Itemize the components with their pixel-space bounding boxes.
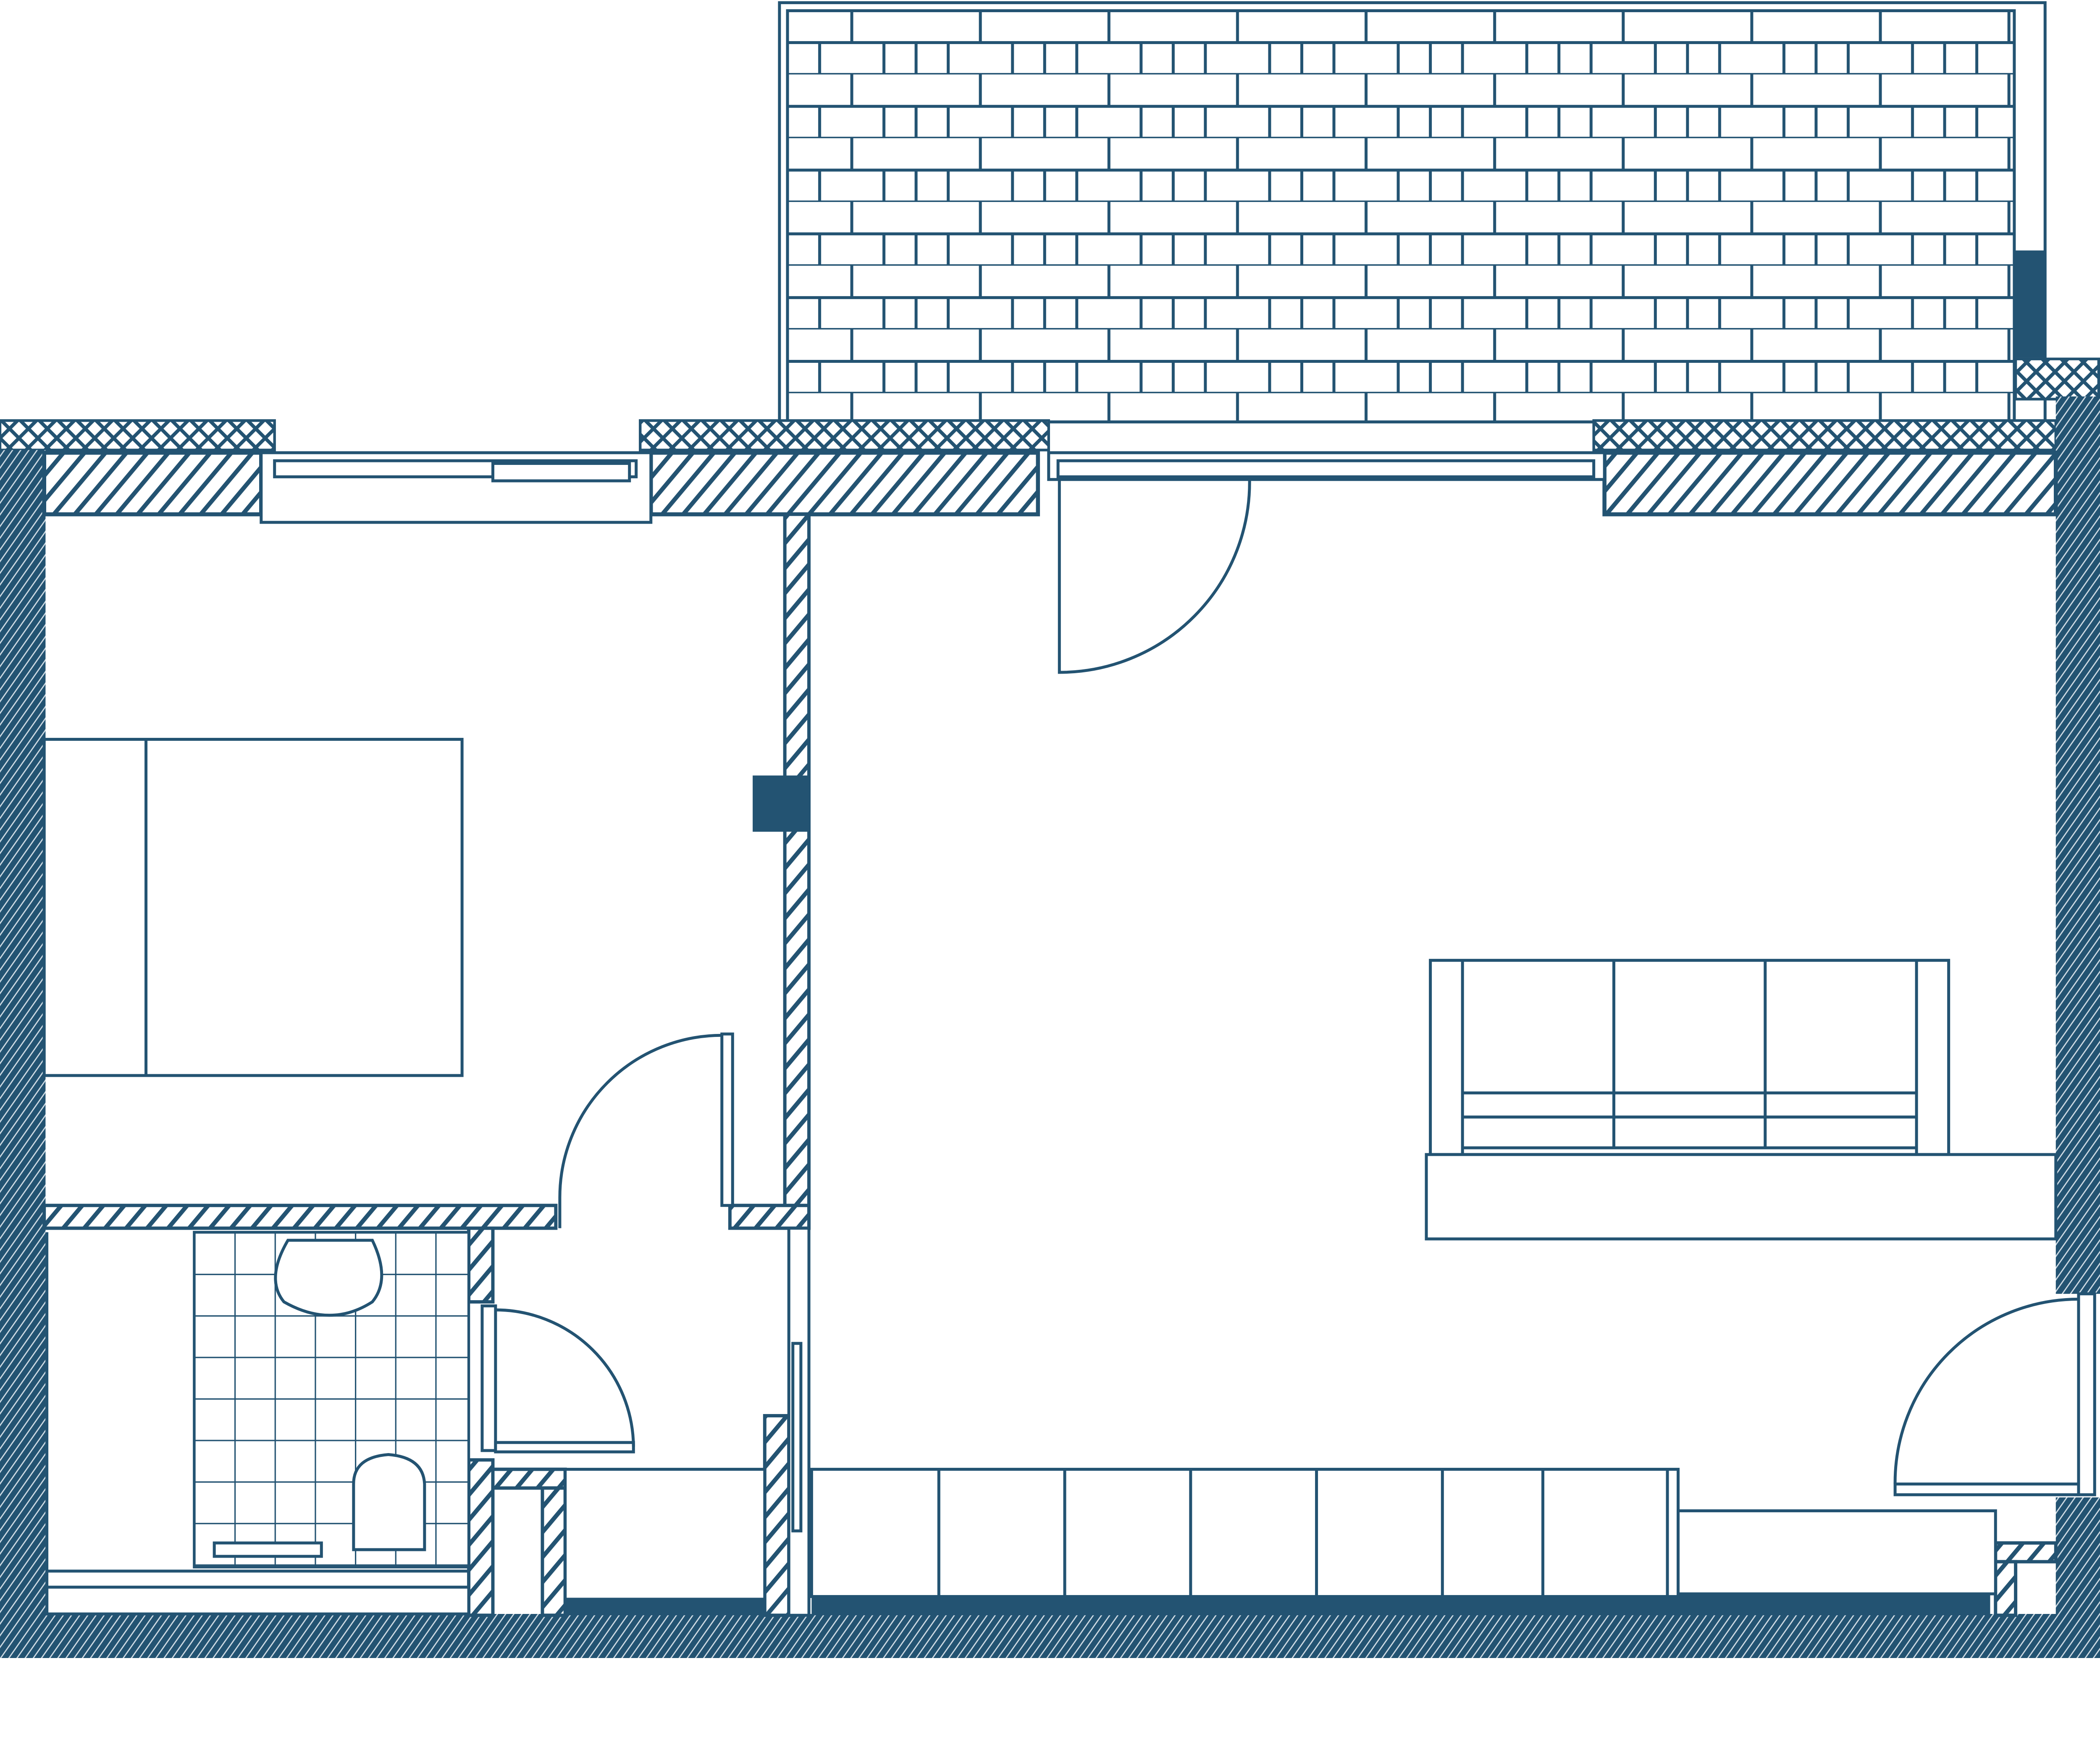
- double-bed: [42, 737, 464, 1077]
- sofa: [1429, 959, 1950, 1156]
- washbasin-icon: [274, 1238, 383, 1317]
- bathroom-shelf: [213, 1541, 323, 1558]
- bathroom-door: [480, 1304, 635, 1454]
- interior-walls: [42, 512, 2058, 1617]
- kitchen-cabinets: [564, 1468, 1997, 1601]
- window-bedroom: [260, 451, 653, 524]
- outer-walls: [0, 396, 2100, 1658]
- floor-plan: [0, 1, 2100, 1658]
- bathroom: [45, 1231, 470, 1616]
- balcony-door: [1047, 451, 1606, 674]
- entrance-door: [1893, 1292, 2096, 1496]
- terrace: [778, 1, 2047, 424]
- toilet-icon: [352, 1453, 426, 1551]
- bedroom-door: [558, 1032, 734, 1228]
- exterior-insulation: [0, 357, 2100, 451]
- low-platform: [1425, 1153, 2058, 1241]
